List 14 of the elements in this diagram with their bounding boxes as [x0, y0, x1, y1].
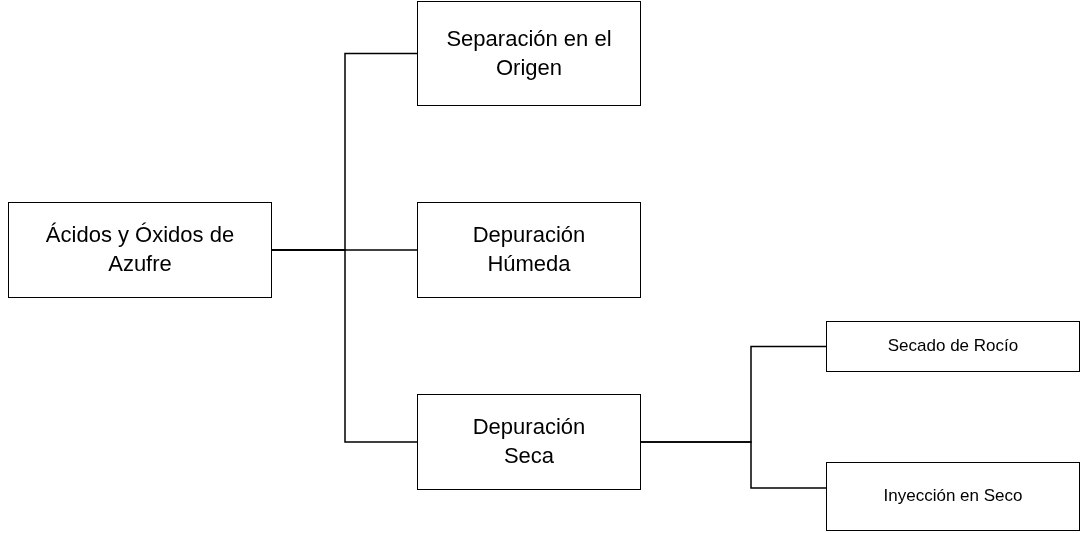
category-label: Separación en el Origen — [445, 24, 613, 82]
connector-line — [271, 249, 418, 443]
category-label: Secado de Rocío — [887, 335, 1019, 358]
category-label: Depuración Seca — [471, 413, 587, 470]
category-label: Ácidos y Óxidos de Azufre — [44, 221, 236, 278]
category-box — [417, 394, 641, 490]
connector-line — [640, 441, 827, 489]
category-label: Depuración Húmeda — [471, 221, 587, 278]
category-box — [417, 202, 641, 298]
category-box — [826, 321, 1080, 372]
category-box — [826, 462, 1080, 531]
category-box — [8, 202, 272, 298]
category-box — [417, 1, 641, 106]
category-label: Inyección en Seco — [883, 485, 1023, 508]
